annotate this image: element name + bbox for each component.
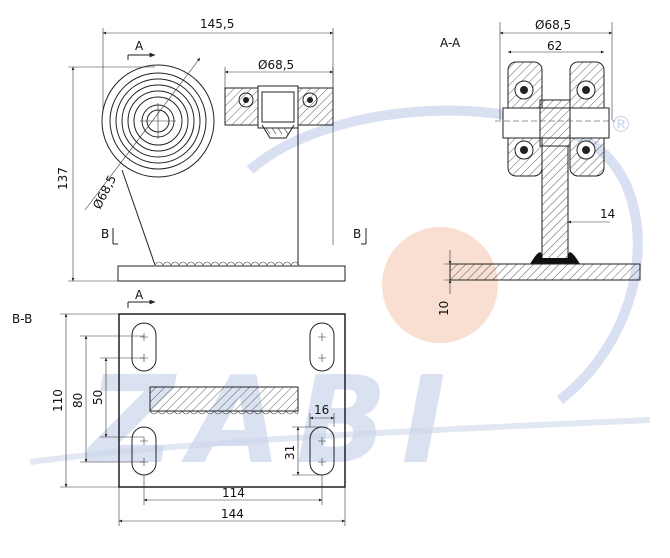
dim-aa-width: 62 <box>547 39 562 53</box>
dim-side-wheel-dia: Ø68,5 <box>258 58 294 72</box>
wheel-side-section: Ø68,5 <box>224 58 334 139</box>
post-footprint <box>149 386 299 412</box>
dim-bb-slot-w: 16 <box>314 403 329 417</box>
base-plate-top <box>118 313 346 488</box>
slot-top-left <box>131 322 157 372</box>
weld-bb <box>149 410 299 415</box>
dim-bb-slot-h: 31 <box>283 445 297 460</box>
section-aa-view: A-A Ø68,5 62 14 10 <box>437 18 641 316</box>
dim-bb-holes: 114 <box>222 486 245 500</box>
dim-aa-plate: 10 <box>437 301 451 316</box>
section-label-aa: A-A <box>440 36 461 50</box>
dim-bb-width: 144 <box>221 507 244 521</box>
section-marker-a-bottom: A <box>135 288 144 302</box>
dim-bb-inner2: 50 <box>91 390 105 405</box>
section-marker-b-left: B <box>101 227 109 241</box>
watermark-text: ZABI <box>84 352 460 491</box>
watermark-registered: ® <box>610 113 632 138</box>
section-marker-b-right: B <box>353 227 361 241</box>
dim-side-width: 145,5 <box>200 17 234 31</box>
watermark: ZABI ® <box>29 105 651 491</box>
weld-side <box>154 261 300 266</box>
slot-top-right <box>309 322 335 372</box>
dim-aa-post: 14 <box>600 207 615 221</box>
weld-aa <box>530 252 580 264</box>
dim-bb-inner: 80 <box>71 393 85 408</box>
dim-bb-height: 110 <box>51 389 65 412</box>
side-view: 145,5 A Ø68,5 137 <box>56 17 367 282</box>
post-aa <box>541 145 569 265</box>
section-marker-a-top: A <box>135 39 144 53</box>
section-bb-view: B-B A 110 80 <box>12 288 346 526</box>
watermark-swoosh <box>29 417 651 465</box>
dim-side-height: 137 <box>56 167 70 190</box>
section-label-bb: B-B <box>12 312 32 326</box>
dim-side-dia-diag: Ø68,5 <box>90 173 119 212</box>
base-plate-side <box>117 265 346 282</box>
base-plate-aa <box>449 263 641 281</box>
watermark-orange-circle <box>382 227 498 343</box>
dim-aa-wheel-dia: Ø68,5 <box>535 18 571 32</box>
wheel-front <box>101 64 215 178</box>
